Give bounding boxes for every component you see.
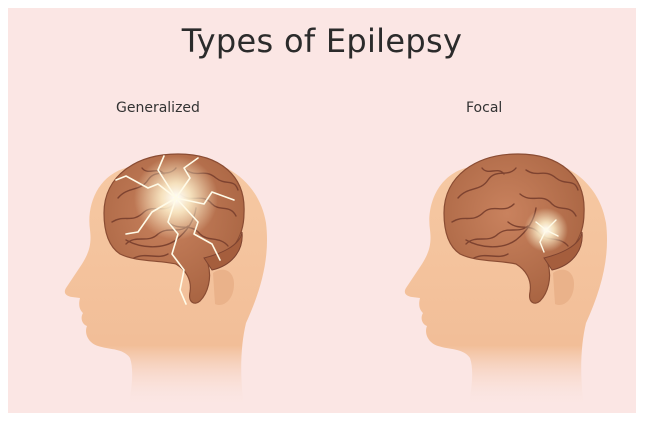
diagram-art bbox=[8, 8, 636, 413]
diagram-frame: Types of Epilepsy Generalized Focal bbox=[8, 8, 636, 413]
head-generalized bbox=[65, 154, 267, 408]
head-focal bbox=[405, 154, 607, 408]
